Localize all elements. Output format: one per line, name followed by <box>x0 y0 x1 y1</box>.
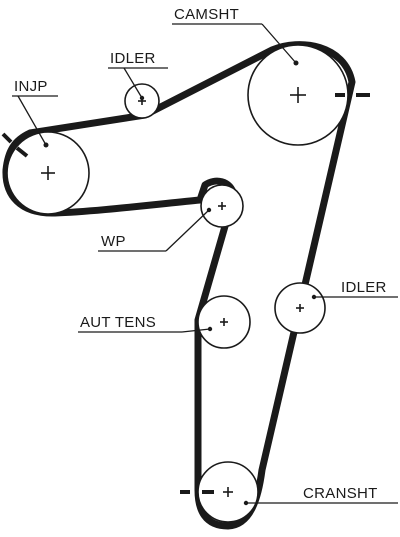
auto-tensioner-label: AUT TENS <box>80 314 156 331</box>
idler-right-leader <box>311 294 398 300</box>
plus-icon <box>218 202 226 210</box>
idler-right-label: IDLER <box>341 279 387 296</box>
injection-pump-leader <box>12 95 58 148</box>
camshaft-label: CAMSHT <box>174 6 239 23</box>
dash-mark-icon <box>1 132 29 158</box>
plus-icon <box>41 166 55 180</box>
idler-top-label: IDLER <box>110 50 156 67</box>
crankshaft-leader <box>243 500 398 506</box>
plus-icon <box>290 87 306 103</box>
injection-pump-label: INJP <box>14 78 48 95</box>
water-pump-leader <box>98 207 212 252</box>
timing-belt <box>2 41 356 530</box>
plus-icon <box>220 318 228 326</box>
water-pump-label: WP <box>101 233 126 250</box>
plus-icon <box>223 487 233 497</box>
auto-tensioner-leader <box>78 326 213 333</box>
camshaft-leader <box>172 23 299 66</box>
idler-top-leader <box>108 67 168 101</box>
plus-icon <box>296 304 304 312</box>
crankshaft-label: CRANSHT <box>303 485 378 502</box>
